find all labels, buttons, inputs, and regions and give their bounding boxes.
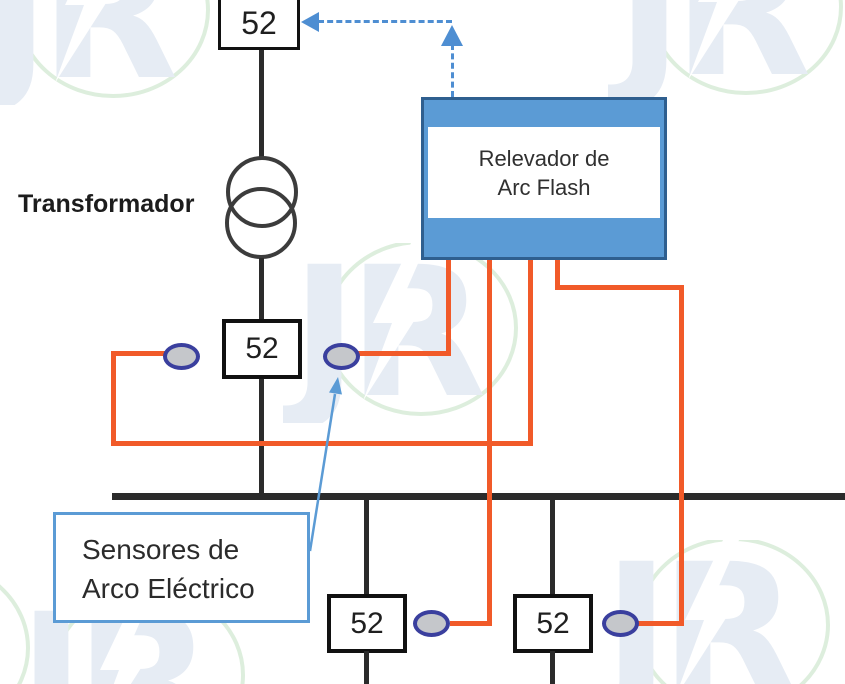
fiber-wire-3-horizontal-b: [111, 441, 533, 446]
feeder-line-top: [259, 50, 264, 158]
feeder-line-bottom-right-out: [550, 651, 555, 684]
jr-watermark-top-right: JR: [608, 0, 843, 102]
jr-watermark-edge-left: [0, 584, 30, 684]
transformer-winding-secondary: [225, 187, 297, 259]
fiber-wire-4-vertical-a: [555, 260, 560, 290]
fiber-wire-3-vertical-b: [528, 260, 533, 446]
transformer-label: Transformador: [18, 190, 195, 218]
arc-flash-relay-panel: Relevador de Arc Flash: [428, 127, 660, 218]
breaker-top-label: 52: [241, 4, 277, 41]
breaker-bottom-right-label: 52: [536, 606, 570, 640]
watermark-text: JR: [608, 0, 808, 102]
jr-watermark-center: JR: [283, 243, 518, 423]
jr-watermark-bottom-right: JR: [595, 540, 830, 684]
feeder-line-to-bus: [259, 379, 264, 493]
trip-signal-arrowhead-up-icon: [441, 25, 463, 46]
fiber-wire-3-horizontal-a: [111, 351, 165, 356]
sensors-callout-line1: Sensores de: [82, 534, 240, 565]
fiber-wire-3-vertical-a: [111, 351, 116, 446]
relay-label-line2: Arc Flash: [497, 174, 591, 200]
arc-sensor-right-middle: [323, 343, 360, 370]
fiber-wire-4-horizontal-b: [637, 621, 684, 626]
breaker-top: 52: [218, 0, 300, 50]
breaker-middle-label: 52: [245, 332, 279, 365]
fiber-wire-4-vertical-b: [679, 285, 684, 625]
feeder-line-bottom-left: [364, 500, 369, 594]
arc-sensor-bottom-left: [413, 610, 450, 637]
arc-flash-relay-box: Relevador de Arc Flash: [421, 97, 667, 260]
trip-signal-dashed-line-horizontal: [318, 20, 452, 23]
feeder-line-transformer-out: [259, 258, 264, 319]
fiber-wire-4-horizontal-a: [555, 285, 684, 290]
fiber-wire-2-horizontal: [450, 621, 492, 626]
lightning-bolt-icon: [55, 0, 108, 83]
breaker-bottom-right: 52: [513, 594, 593, 653]
feeder-line-bottom-left-out: [364, 651, 369, 684]
sensors-callout-box: Sensores de Arco Eléctrico: [53, 512, 310, 623]
jr-watermark-top-left: JR: [0, 0, 210, 105]
trip-signal-arrowhead-left-icon: [301, 12, 319, 32]
arc-sensor-bottom-right: [602, 610, 639, 637]
bus-bar: [112, 493, 845, 500]
watermark-text: JR: [283, 243, 483, 423]
breaker-bottom-left: 52: [327, 594, 407, 653]
arc-sensor-left-middle: [163, 343, 200, 370]
lightning-bolt-icon: [363, 243, 427, 401]
fiber-wire-1-vertical: [446, 260, 451, 354]
lightning-bolt-icon: [680, 540, 739, 684]
breaker-bottom-left-label: 52: [350, 606, 384, 640]
fiber-wire-1-horizontal: [357, 351, 451, 356]
relay-label-line1: Relevador de: [478, 145, 610, 171]
trip-signal-dashed-line-vertical: [451, 44, 454, 97]
feeder-line-bottom-right: [550, 500, 555, 594]
sensors-callout-line2: Arco Eléctrico: [82, 573, 255, 604]
breaker-middle: 52: [222, 319, 302, 379]
